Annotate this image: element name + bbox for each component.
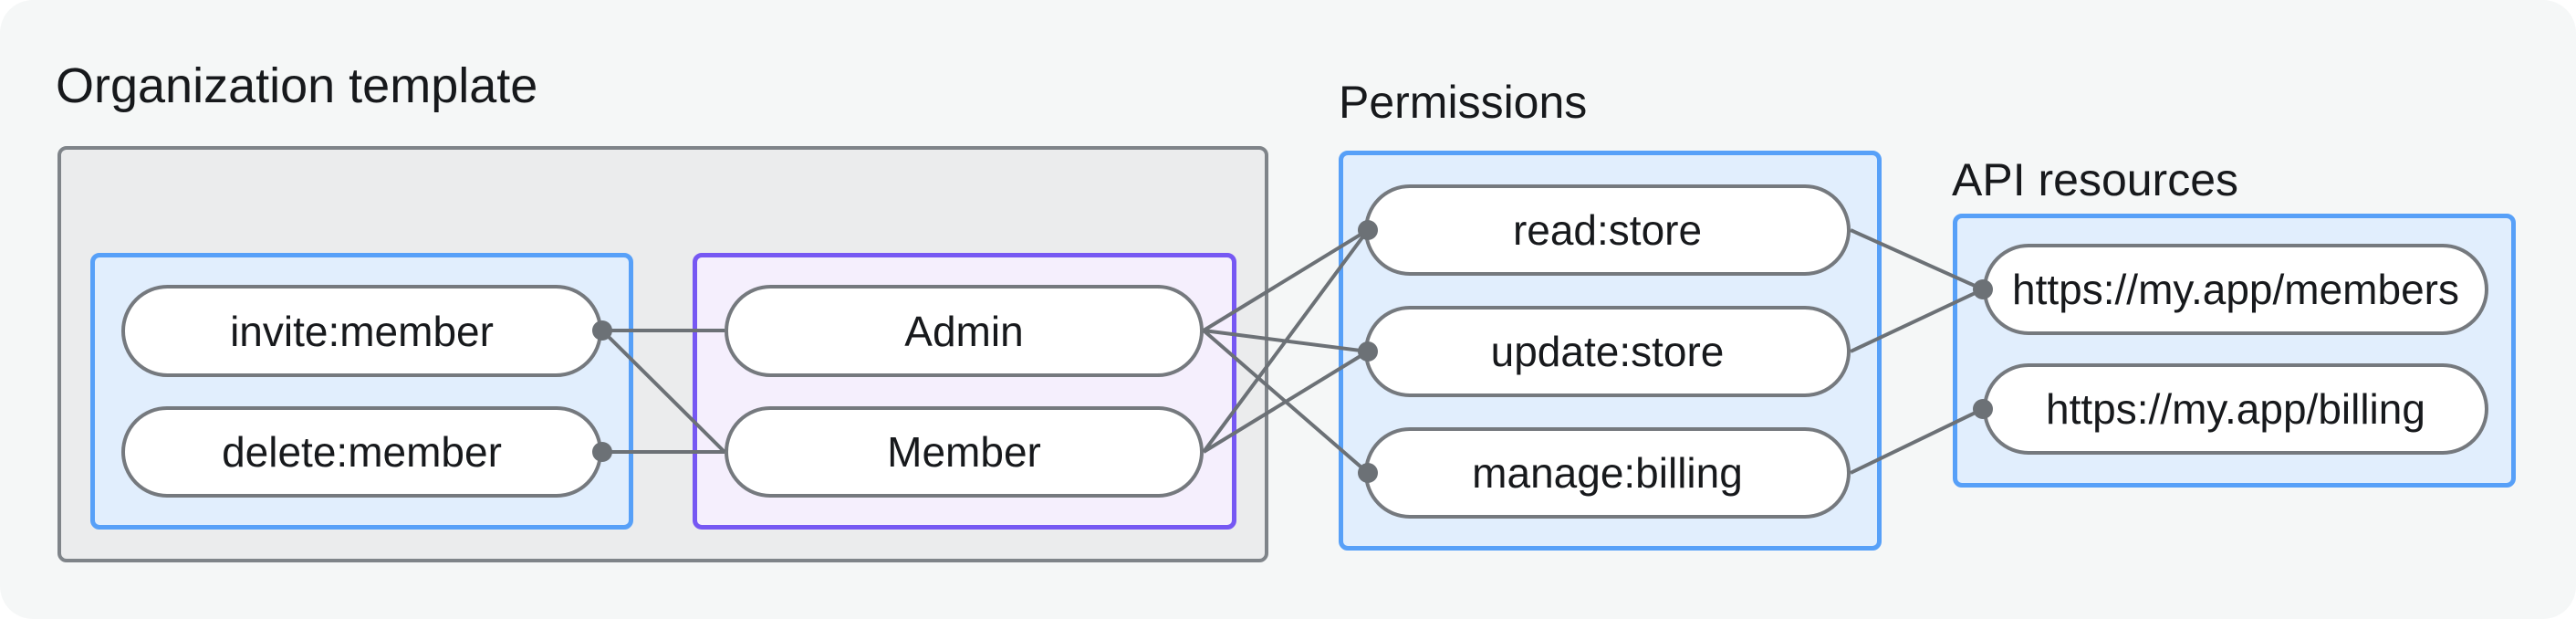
node-pill-read-store: read:store	[1364, 184, 1851, 276]
api-resources-label: API resources	[1952, 154, 2239, 205]
node-pill-delete-member: delete:member	[121, 406, 602, 498]
node-pill-member: Member	[725, 406, 1204, 498]
node-pill-api-billing: https://my.app/billing	[1983, 363, 2488, 455]
node-pill-manage-billing: manage:billing	[1364, 427, 1851, 519]
node-pill-invite-member: invite:member	[121, 285, 602, 377]
node-pill-admin: Admin	[725, 285, 1204, 377]
node-pill-api-members: https://my.app/members	[1983, 244, 2488, 335]
permissions-label: Permissions	[1339, 77, 1588, 128]
organization-template-title: Organization template	[56, 58, 538, 113]
node-pill-update-store: update:store	[1364, 306, 1851, 397]
